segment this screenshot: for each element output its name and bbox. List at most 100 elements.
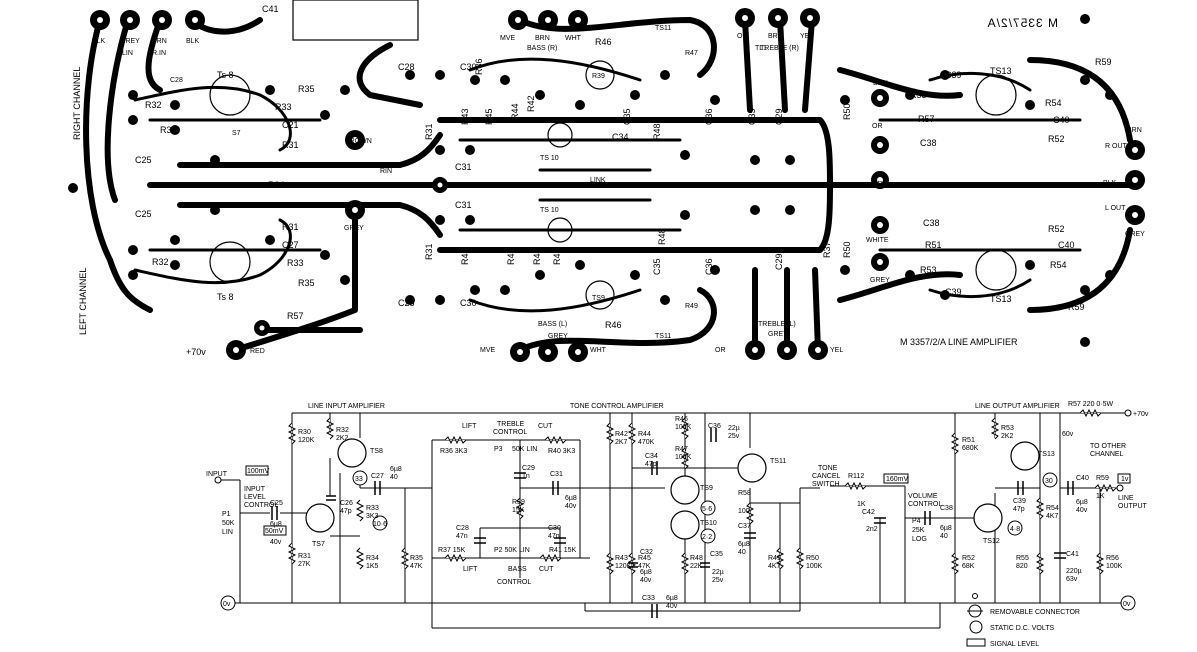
svg-text:R46: R46 [675,416,688,423]
svg-text:VOLUME: VOLUME [908,493,938,500]
svg-text:6µ8: 6µ8 [666,595,678,602]
mirrored-board-code: M 3357/2/A [987,16,1058,30]
svg-text:RED: RED [250,348,265,355]
resistors [287,408,1117,575]
svg-text:680K: 680K [962,445,979,452]
svg-text:C42: C42 [862,509,875,516]
svg-text:TS 10: TS 10 [540,207,559,214]
svg-text:R53: R53 [1001,425,1014,432]
svg-text:C41: C41 [262,4,279,14]
svg-text:GREY: GREY [768,331,788,338]
svg-text:P2 50K LIN: P2 50K LIN [494,547,530,554]
svg-text:CHANNEL: CHANNEL [1090,451,1124,458]
svg-text:TS7: TS7 [312,541,325,548]
svg-text:40: 40 [738,549,746,556]
svg-text:C41: C41 [1066,551,1079,558]
svg-text:40v: 40v [565,503,577,510]
svg-text:GREY: GREY [344,225,364,232]
svg-text:R59: R59 [1068,302,1085,312]
svg-text:60v: 60v [1062,431,1074,438]
svg-text:LIFT: LIFT [463,566,478,573]
svg-text:R44: R44 [510,103,520,120]
svg-text:22µ: 22µ [712,569,724,576]
svg-text:25v: 25v [712,577,724,584]
svg-text:BRN: BRN [152,38,167,45]
svg-text:BRN: BRN [535,35,550,42]
svg-text:LINK: LINK [590,177,606,184]
svg-text:R51: R51 [925,240,942,250]
svg-text:R54: R54 [1050,260,1067,270]
svg-text:5·6: 5·6 [702,506,712,513]
svg-text:CONTROL: CONTROL [497,579,531,586]
svg-text:47p: 47p [1013,506,1025,513]
svg-text:TS8: TS8 [370,448,383,455]
svg-text:C40: C40 [1058,240,1075,250]
svg-text:CONTROL: CONTROL [244,502,278,509]
svg-text:R44: R44 [532,248,542,265]
svg-text:TS11: TS11 [655,333,671,340]
mounting-hole [1080,337,1090,347]
svg-text:R47: R47 [685,50,698,57]
svg-text:M 3357/2/A: M 3357/2/A [987,16,1058,30]
schematic-legend: REMOVABLE CONNECTOR STATIC D.C. VOLTS SI… [967,609,1080,648]
svg-text:C35: C35 [747,108,757,125]
svg-text:820: 820 [1016,563,1028,570]
svg-text:C28: C28 [398,62,415,72]
svg-text:C35: C35 [652,258,662,275]
svg-text:OR: OR [737,33,748,40]
svg-text:47n: 47n [548,533,560,540]
svg-text:C28: C28 [398,298,415,308]
svg-text:L OUT: L OUT [1105,205,1126,212]
svg-text:R35: R35 [410,555,423,562]
svg-text:C34: C34 [612,132,629,142]
svg-text:40: 40 [390,474,398,481]
svg-text:C26: C26 [340,500,353,507]
svg-text:100mV: 100mV [247,468,270,475]
svg-text:R52: R52 [1048,134,1065,144]
svg-text:R43: R43 [615,555,628,562]
svg-text:WHT: WHT [590,347,607,354]
svg-text:0v: 0v [1123,601,1131,608]
svg-text:Ts 8: Ts 8 [217,70,234,80]
svg-text:TS10: TS10 [700,520,717,527]
svg-text:WHITE: WHITE [866,237,889,244]
mounting-hole [1080,14,1090,24]
svg-text:6µ8: 6µ8 [565,495,577,502]
svg-text:R42: R42 [615,431,628,438]
svg-text:R57: R57 [918,114,935,124]
svg-text:R53: R53 [910,90,927,100]
svg-text:BASS (L): BASS (L) [538,321,567,328]
svg-text:6µ8: 6µ8 [738,541,750,548]
left-channel-label: LEFT CHANNEL [78,268,88,335]
svg-text:TS12: TS12 [983,538,1000,545]
svg-text:GREY: GREY [870,277,890,284]
svg-text:C28: C28 [456,525,469,532]
svg-text:R42: R42 [526,95,536,112]
svg-text:SWITCH: SWITCH [812,481,840,488]
svg-text:C37: C37 [738,523,751,530]
svg-text:R52: R52 [1048,224,1065,234]
svg-text:R.IN: R.IN [152,50,166,57]
copper-tracks-thin [133,57,1082,313]
svg-text:C38: C38 [923,218,940,228]
svg-text:33: 33 [355,476,363,483]
svg-text:C31: C31 [455,200,472,210]
svg-text:R31: R31 [282,222,299,232]
svg-text:C39: C39 [1013,498,1026,505]
svg-text:40v: 40v [1076,507,1088,514]
svg-text:R30: R30 [298,429,311,436]
svg-text:R45: R45 [484,108,494,125]
right-channel-label: RIGHT CHANNEL [72,67,82,140]
svg-text:RIN: RIN [380,168,392,175]
svg-text:P4: P4 [912,518,921,525]
svg-text:1v: 1v [1121,476,1129,483]
svg-text:R43: R43 [460,108,470,125]
svg-text:WHT: WHT [565,35,582,42]
svg-text:47K: 47K [410,563,423,570]
svg-text:R50: R50 [842,241,852,258]
svg-text:6µ8: 6µ8 [640,569,652,576]
svg-text:30: 30 [1045,478,1053,485]
svg-text:R36 3K3: R36 3K3 [440,448,467,455]
svg-text:R32: R32 [152,257,169,267]
svg-text:1n: 1n [522,473,530,480]
